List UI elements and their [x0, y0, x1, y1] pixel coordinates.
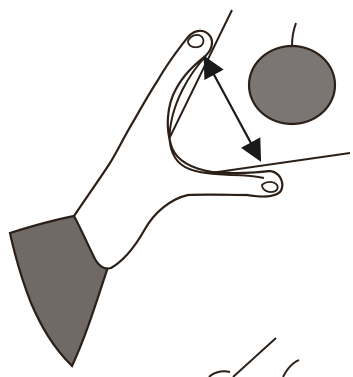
apple-body [249, 46, 335, 124]
pinching-hand-icon [74, 31, 282, 269]
thumb-nail [262, 182, 278, 192]
apple-stem [292, 23, 296, 46]
fragment-curve-left [209, 371, 230, 377]
hand-outline [74, 31, 282, 269]
index-fingertip-nail [188, 35, 203, 47]
fragment-line-main [233, 338, 276, 377]
fragment-curve-right [283, 360, 299, 377]
apple-icon [249, 23, 335, 124]
hand-sketch-fragment-icon [209, 338, 299, 377]
